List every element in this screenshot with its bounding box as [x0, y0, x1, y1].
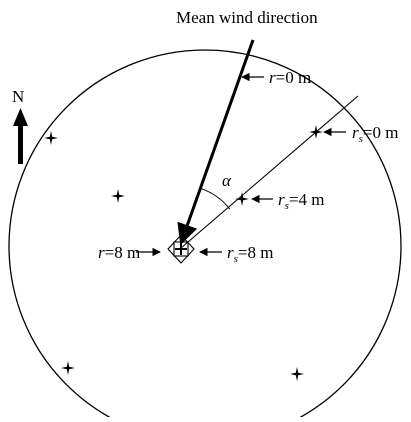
svg-text:r=0 m: r=0 m [269, 68, 311, 87]
sampler-marker-sw [61, 361, 75, 375]
north-arrow: N [12, 87, 28, 164]
svg-text:rs=0 m: rs=0 m [352, 123, 398, 145]
north-label: N [12, 87, 24, 106]
svg-text:rs=8 m: rs=8 m [227, 243, 273, 265]
svg-text:rs=4 m: rs=4 m [278, 190, 324, 212]
label-r-0m: r=0 m [241, 68, 311, 87]
label-rs-4m: rs=4 m [251, 190, 324, 212]
sampler-marker-nnw [44, 131, 58, 145]
sampler-marker-ne-edge [309, 125, 323, 139]
center-sampler-symbol [167, 234, 195, 264]
sampling-area-circle [8, 49, 402, 422]
label-r-8m: r=8 m [98, 243, 161, 262]
radial-line [180, 95, 359, 249]
alpha-angle-arc [201, 188, 231, 210]
label-rs-8m: rs=8 m [199, 243, 273, 265]
svg-text:r=8 m: r=8 m [98, 243, 140, 262]
label-rs-0m: rs=0 m [323, 123, 398, 145]
alpha-label: α [222, 171, 232, 190]
diagram-title: Mean wind direction [176, 8, 318, 27]
sampling-point-markers [44, 125, 323, 381]
sampler-marker-rs4 [235, 192, 249, 206]
mean-wind-direction-arrow [177, 39, 255, 245]
sampler-marker-west [111, 189, 125, 203]
sampler-marker-se [290, 367, 304, 381]
